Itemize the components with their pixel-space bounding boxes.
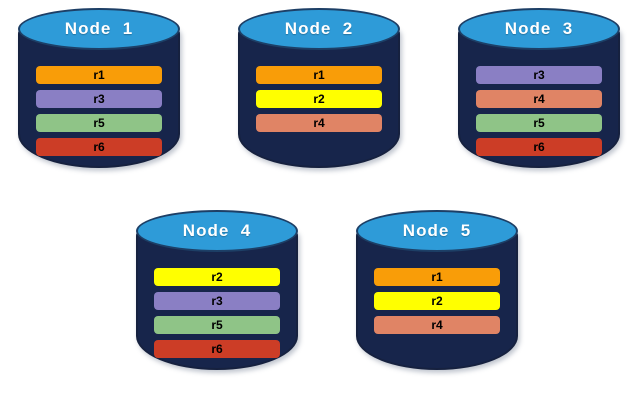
shard-bar: r4 (476, 90, 602, 108)
shard-bar: r4 (256, 114, 382, 132)
shard-bar: r1 (256, 66, 382, 84)
database-node: Node 5 r1 r2 r4 (346, 208, 528, 390)
database-node: Node 1 r1 r3 r5 r6 (8, 6, 190, 188)
node-label: Node 2 (284, 19, 354, 38)
shard-bar: r1 (36, 66, 162, 84)
database-node: Node 2 r1 r2 r4 (228, 6, 410, 188)
shard-list: r2 r3 r5 r6 (126, 208, 308, 390)
cylinder-top-ellipse (18, 8, 180, 50)
shard-bar: r3 (154, 292, 280, 310)
database-node: Node 3 r3 r4 r5 r6 (448, 6, 630, 188)
shard-bar: r2 (374, 292, 500, 310)
shard-list: r1 r2 r4 (228, 6, 410, 188)
cylinder-top-ellipse (356, 210, 518, 252)
shard-list: r3 r4 r5 r6 (448, 6, 630, 188)
shard-bar: r3 (476, 66, 602, 84)
shard-bar: r5 (36, 114, 162, 132)
shard-bar: r5 (154, 316, 280, 334)
node-label: Node 3 (504, 19, 574, 38)
shard-list: r1 r3 r5 r6 (8, 6, 190, 188)
shard-bar: r2 (256, 90, 382, 108)
node-label: Node 1 (64, 19, 134, 38)
shard-bar: r6 (476, 138, 602, 156)
cylinder-top-ellipse (238, 8, 400, 50)
shard-bar: r6 (36, 138, 162, 156)
cylinder-top-ellipse (458, 8, 620, 50)
node-label: Node 4 (182, 221, 252, 240)
shard-bar: r6 (154, 340, 280, 358)
shard-bar: r5 (476, 114, 602, 132)
shard-bar: r4 (374, 316, 500, 334)
cylinder-top-ellipse (136, 210, 298, 252)
database-node: Node 4 r2 r3 r5 r6 (126, 208, 308, 390)
shard-list: r1 r2 r4 (346, 208, 528, 390)
shard-bar: r3 (36, 90, 162, 108)
shard-bar: r1 (374, 268, 500, 286)
shard-bar: r2 (154, 268, 280, 286)
node-label: Node 5 (402, 221, 472, 240)
